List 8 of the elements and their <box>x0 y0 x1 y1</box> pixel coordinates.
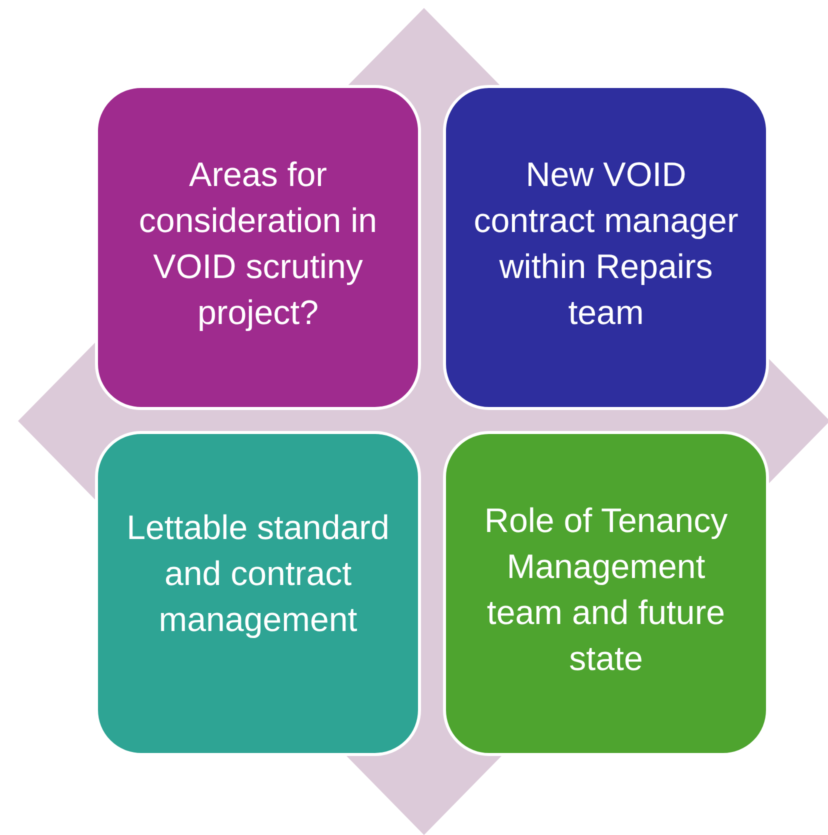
rounded-tile <box>443 85 769 410</box>
tile-text: Lettable standard and contract management <box>126 508 390 640</box>
tile-text: Role of Tenancy Management team and future state <box>483 500 729 680</box>
rounded-tile <box>443 431 769 756</box>
rounded-tile <box>95 85 421 410</box>
tile-text: Areas for consideration in VOID scrutiny project? <box>138 154 378 334</box>
rounded-tile <box>95 431 421 756</box>
tile-text: New VOID contract manager within Repairs team <box>472 154 740 334</box>
